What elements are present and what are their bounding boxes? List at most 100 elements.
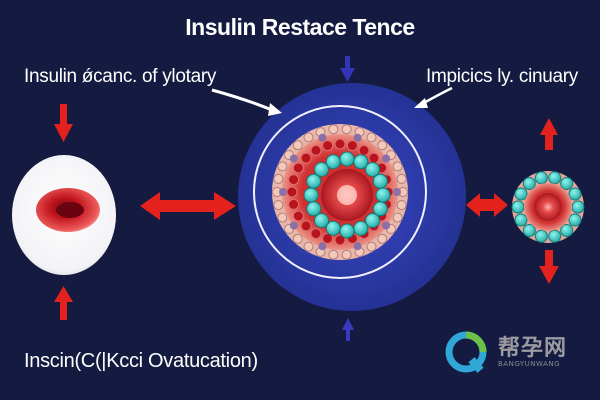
cyan-cell — [353, 220, 369, 236]
watermark: 帮孕网 BANGYUNWANG — [444, 330, 584, 376]
cyan-cell — [365, 213, 380, 228]
cyan-cell — [568, 213, 582, 227]
top-blue-arrow — [340, 56, 355, 82]
tissue-cell — [377, 233, 388, 244]
tissue-cell — [322, 232, 334, 244]
tissue-cell — [392, 161, 403, 172]
cyan-cell — [534, 229, 548, 243]
left-pointer-arrow — [211, 88, 282, 116]
watermark-cn: 帮孕网 — [498, 336, 568, 361]
cyan-cell — [325, 220, 341, 236]
tissue-cell — [341, 124, 352, 135]
tissue-cell — [310, 144, 322, 156]
tissue-cell — [382, 221, 391, 230]
cyan-cell — [534, 171, 548, 185]
tissue-cell — [292, 162, 304, 174]
cyan-cell — [339, 223, 355, 239]
tissue-cell — [334, 234, 346, 246]
right-up-arrow — [540, 118, 558, 150]
tissue-cell — [292, 233, 303, 244]
left-down-arrow — [54, 104, 73, 142]
tissue-cell — [322, 140, 334, 152]
cyan-cell — [365, 162, 380, 177]
central-disc-outline — [253, 105, 427, 279]
cyan-cell — [522, 177, 536, 190]
tissue-cell — [292, 210, 304, 222]
left-double-arrow — [140, 192, 236, 220]
tissue-cell — [358, 144, 370, 156]
tissue-cell — [318, 133, 327, 142]
cyan-cell — [375, 187, 391, 203]
tissue-cell — [277, 212, 288, 223]
tissue-cell — [353, 133, 362, 142]
core-highlight — [337, 185, 357, 205]
tissue-cell — [273, 200, 284, 211]
tissue-cell — [366, 241, 377, 252]
left-cell-center — [56, 202, 84, 218]
diagram-title: Insulin Restace Tence — [185, 14, 415, 40]
right-cell-core — [534, 193, 562, 221]
tissue-cell — [310, 228, 322, 240]
cyan-cell — [306, 173, 322, 189]
tissue-cell — [396, 173, 407, 184]
tissue-cell — [279, 188, 287, 196]
tissue-cell — [393, 188, 401, 196]
cyan-cell — [548, 229, 562, 243]
cyan-cell — [511, 200, 525, 214]
tissue-cell — [289, 221, 298, 230]
bottom-label: Inscin(C(|Kcci Ovatucation) — [24, 350, 258, 372]
cyan-cell — [325, 154, 341, 170]
cyan-cell — [314, 162, 329, 177]
tissue-cell — [277, 161, 288, 172]
tissue-cell — [300, 152, 312, 164]
cyan-cell — [560, 177, 574, 190]
left-cell — [12, 155, 116, 275]
bottom-blue-arrow — [342, 318, 354, 341]
cyan-cell — [353, 154, 369, 170]
tissue-cell — [353, 242, 362, 251]
tissue-cell — [328, 249, 339, 260]
cyan-cell — [571, 200, 585, 214]
tissue-cell — [382, 154, 391, 163]
tissue-cell — [392, 212, 403, 223]
q-logo-icon — [445, 331, 487, 373]
right-cyan-cells — [511, 171, 585, 243]
cyan-cell — [372, 173, 388, 189]
tissue-cell — [303, 241, 314, 252]
arrows — [54, 56, 559, 341]
tissue-cell — [318, 242, 327, 251]
cyan-cell — [522, 224, 536, 237]
right-label: Impicics ly. cinuary — [426, 66, 579, 87]
tissue-cell — [303, 132, 314, 143]
right-double-arrow — [466, 193, 508, 217]
tissue-cell — [377, 140, 388, 151]
tissue-cell — [288, 174, 300, 186]
tissue-cell — [396, 200, 407, 211]
tissue-cell — [289, 154, 298, 163]
cyan-cell — [568, 187, 582, 201]
tissue-cell — [292, 140, 303, 151]
cyan-cell — [514, 213, 528, 227]
right-down-arrow — [539, 250, 559, 284]
central-cell — [238, 83, 466, 311]
tissue-cell — [328, 124, 339, 135]
cyan-cell — [560, 224, 574, 237]
tissue-cell — [346, 140, 358, 152]
right-pointer-arrow — [414, 86, 453, 108]
tissue-cell — [368, 152, 380, 164]
cyan-cell-ring — [303, 151, 391, 239]
cyan-cell — [314, 213, 329, 228]
right-cell — [511, 171, 585, 243]
cyan-cell — [548, 171, 562, 185]
cyan-cell — [306, 201, 322, 217]
tissue-cell — [300, 220, 312, 232]
tissue-cell — [273, 173, 284, 184]
tissue-cell — [341, 249, 352, 260]
left-up-arrow — [54, 286, 73, 320]
tissue-cell — [366, 132, 377, 143]
tissue-cell — [334, 138, 346, 150]
cyan-cell — [339, 151, 355, 167]
watermark-en: BANGYUNWANG — [498, 360, 561, 368]
cyan-cell — [303, 187, 319, 203]
tissue-cell — [288, 198, 300, 210]
